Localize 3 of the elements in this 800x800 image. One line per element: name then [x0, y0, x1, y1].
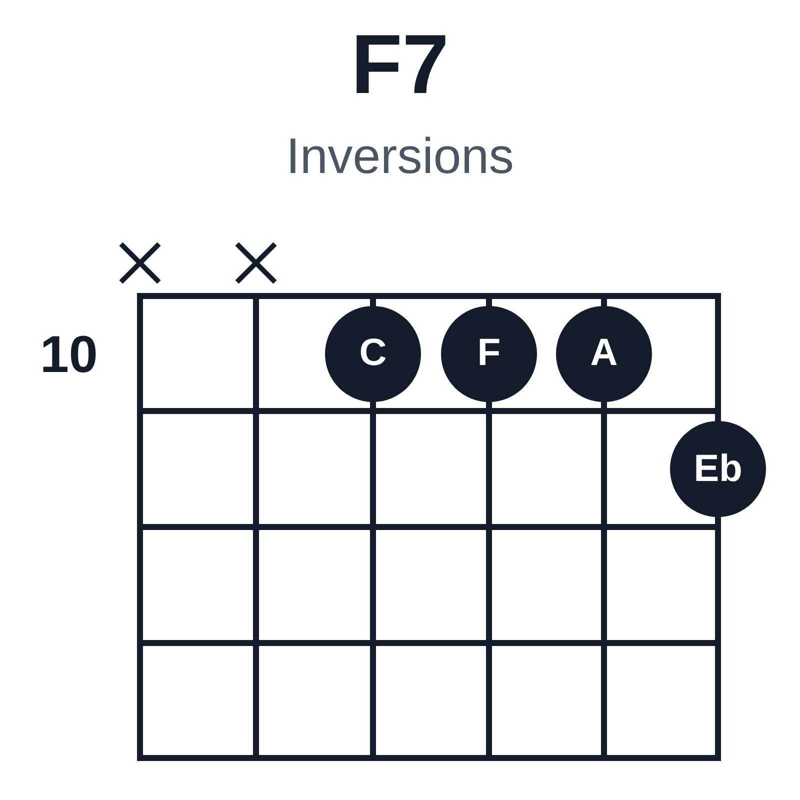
fret-number: 10 — [40, 326, 98, 386]
chord-title: F7 — [350, 18, 450, 110]
subtitle: Inversions — [286, 128, 514, 186]
